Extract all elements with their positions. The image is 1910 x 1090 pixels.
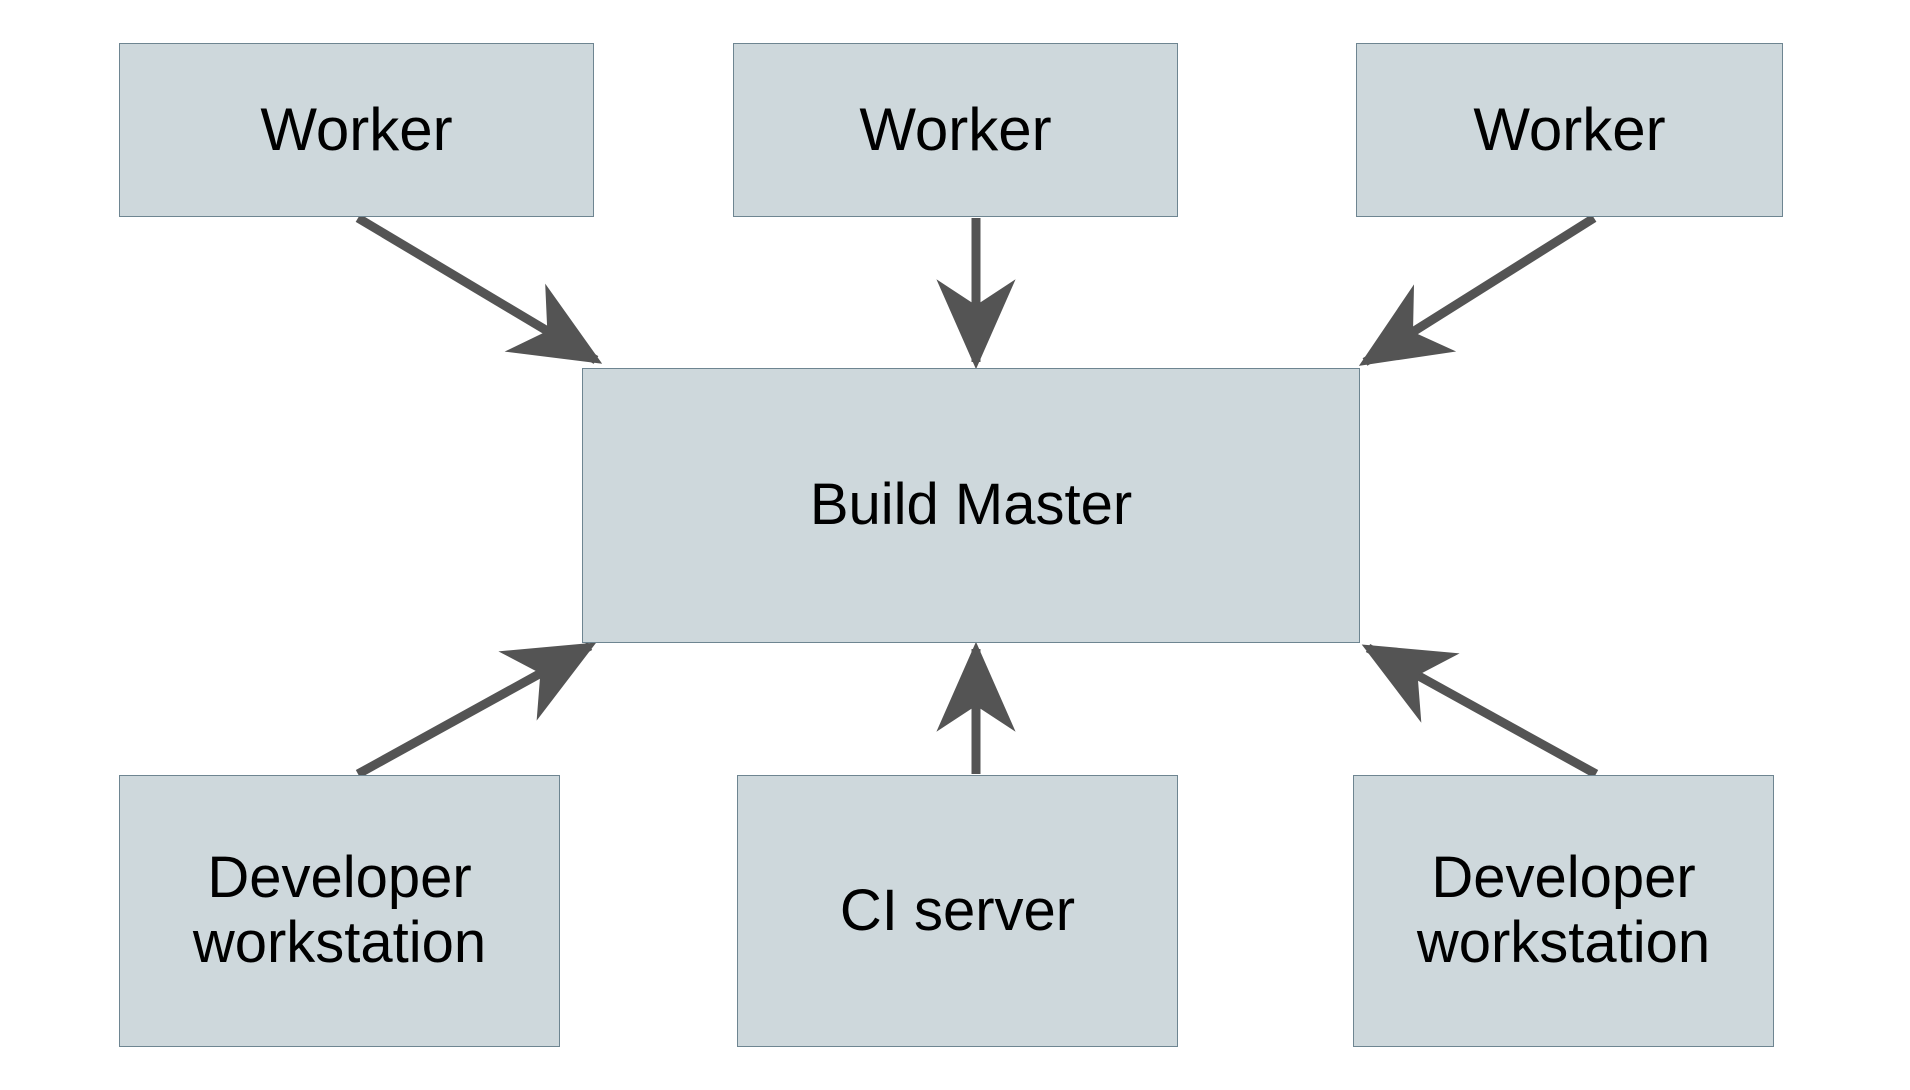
- edge-worker-3-to-build-master: [1358, 214, 1597, 366]
- edge-worker-1-to-build-master: [355, 214, 603, 364]
- edge-dev-right-to-build-master: [1361, 644, 1599, 778]
- node-build-master[interactable]: Build Master: [582, 368, 1360, 643]
- node-worker-2-label: Worker: [859, 96, 1052, 164]
- node-worker-3-label: Worker: [1473, 96, 1666, 164]
- node-worker-3[interactable]: Worker: [1356, 43, 1783, 217]
- node-worker-2[interactable]: Worker: [733, 43, 1178, 217]
- node-worker-1[interactable]: Worker: [119, 43, 594, 217]
- node-developer-workstation-left[interactable]: Developer workstation: [119, 775, 560, 1047]
- edge-dev-left-to-build-master: [355, 642, 597, 778]
- node-developer-workstation-right-label: Developer workstation: [1416, 845, 1711, 975]
- node-ci-server-label: CI server: [839, 877, 1076, 943]
- node-worker-1-label: Worker: [260, 96, 453, 164]
- node-build-master-label: Build Master: [809, 472, 1133, 538]
- node-developer-workstation-right[interactable]: Developer workstation: [1353, 775, 1774, 1047]
- node-ci-server[interactable]: CI server: [737, 775, 1178, 1047]
- node-developer-workstation-left-label: Developer workstation: [192, 845, 487, 975]
